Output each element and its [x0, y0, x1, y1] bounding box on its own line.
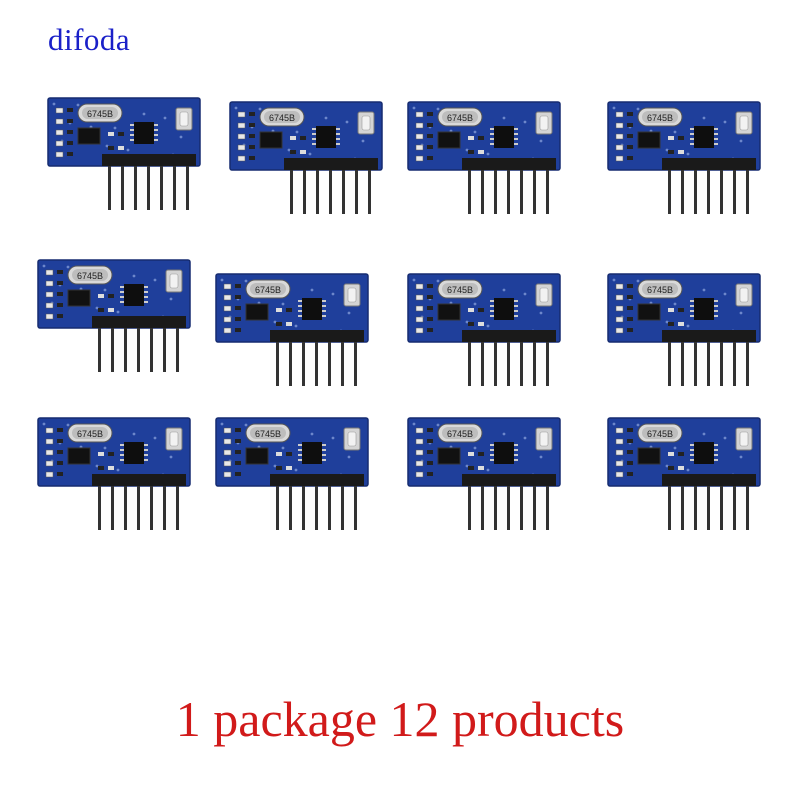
- svg-text:6745B: 6745B: [77, 271, 103, 281]
- svg-text:6745B: 6745B: [87, 109, 113, 119]
- rf-module-1: 6745B: [44, 94, 204, 224]
- svg-text:6745B: 6745B: [447, 113, 473, 123]
- svg-text:6745B: 6745B: [255, 285, 281, 295]
- rf-module-12: 6745B: [604, 414, 764, 544]
- rf-module-5: 6745B: [34, 256, 194, 386]
- svg-text:6745B: 6745B: [77, 429, 103, 439]
- svg-text:6745B: 6745B: [647, 285, 673, 295]
- rf-module-11: 6745B: [404, 414, 564, 544]
- package-caption: 1 package 12 products: [175, 691, 625, 747]
- rf-module-3: 6745B: [404, 98, 564, 228]
- rf-module-6: 6745B: [212, 270, 372, 400]
- rf-module-9: 6745B: [34, 414, 194, 544]
- svg-text:6745B: 6745B: [647, 429, 673, 439]
- rf-module-8: 6745B: [604, 270, 764, 400]
- svg-text:6745B: 6745B: [447, 285, 473, 295]
- rf-module-10: 6745B: [212, 414, 372, 544]
- svg-text:6745B: 6745B: [447, 429, 473, 439]
- rf-module-2: 6745B: [226, 98, 386, 228]
- svg-text:6745B: 6745B: [647, 113, 673, 123]
- svg-text:6745B: 6745B: [269, 113, 295, 123]
- rf-module-7: 6745B: [404, 270, 564, 400]
- svg-text:6745B: 6745B: [255, 429, 281, 439]
- brand-logo-text: difoda: [48, 22, 131, 57]
- rf-module-4: 6745B: [604, 98, 764, 228]
